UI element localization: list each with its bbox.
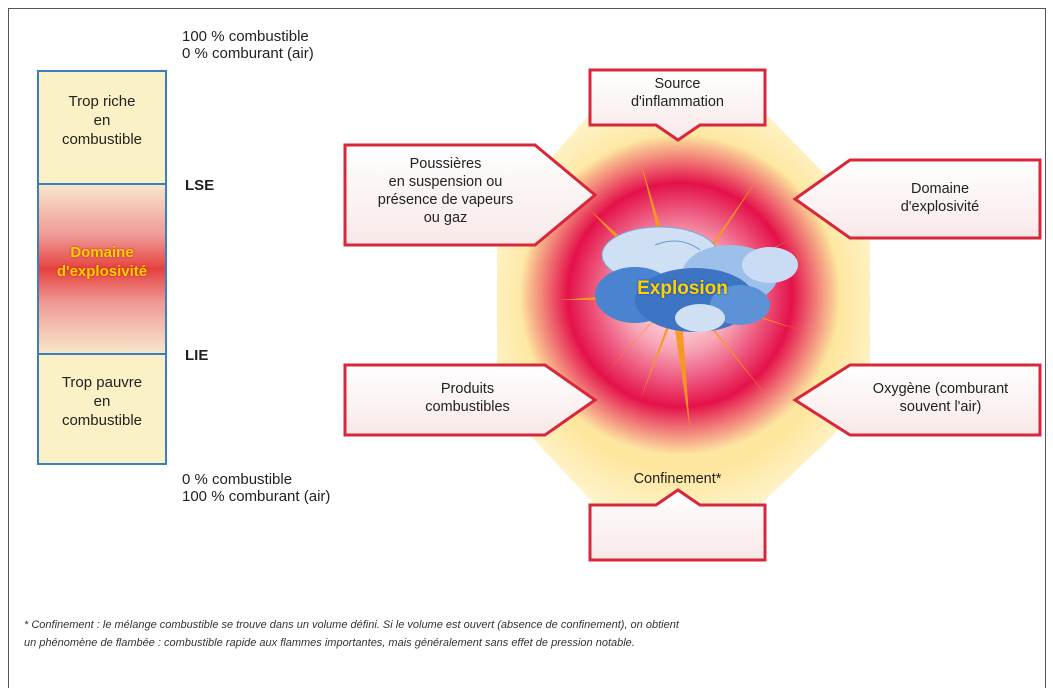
label-oxygen: Oxygène (comburant souvent l'air) xyxy=(838,380,1043,416)
label-confinement: Confinement* xyxy=(590,470,765,488)
box-too-poor-line3: combustible xyxy=(61,412,143,429)
box-too-poor: Trop pauvre en combustible xyxy=(37,353,167,465)
label-lr-line1: Oxygène (comburant xyxy=(872,381,1009,397)
box-explosive-line1: Domaine xyxy=(70,244,134,261)
label-explosive-range: Domaine d'explosivité xyxy=(840,180,1040,216)
label-top-line1: Source xyxy=(654,76,701,92)
scale-bottom-line2: 100 % comburant (air) xyxy=(182,488,331,505)
label-dusts-vapours: Poussières en suspension ou présence de … xyxy=(348,155,543,227)
label-top-line2: d'inflammation xyxy=(630,94,725,110)
footnote-line2: un phénomène de flambée : combustible ra… xyxy=(24,637,635,649)
box-too-rich-line1: Trop riche xyxy=(68,93,136,110)
label-ur-line1: Domaine xyxy=(910,181,970,197)
label-box-top xyxy=(588,68,767,142)
label-ur-line2: d'explosivité xyxy=(900,199,980,215)
explosion-cloud xyxy=(595,226,798,332)
label-ll-line1: Produits xyxy=(440,381,495,397)
box-explosive-line2: d'explosivité xyxy=(56,263,148,280)
label-box-bottom xyxy=(588,488,767,562)
figure-frame xyxy=(8,8,1046,688)
footnote-line1: * Confinement : le mélange combustible s… xyxy=(24,619,679,631)
label-box-lower-left xyxy=(343,363,598,437)
label-box-upper-left xyxy=(343,143,598,247)
label-ul-line4: ou gaz xyxy=(423,210,468,226)
label-ul-line1: Poussières xyxy=(409,156,482,172)
label-box-upper-right xyxy=(792,158,1042,240)
scale-top-line2: 0 % comburant (air) xyxy=(182,45,314,62)
explosion-label: Explosion xyxy=(637,278,728,299)
label-ll-line2: combustibles xyxy=(425,399,510,415)
label-ul-line3: présence de vapeurs xyxy=(377,192,514,208)
scale-bottom-line1: 0 % combustible xyxy=(182,471,293,488)
label-ul-line2: en suspension ou xyxy=(388,174,503,190)
label-combustible-products: Produits combustibles xyxy=(390,380,545,416)
box-too-poor-line1: Trop pauvre xyxy=(61,374,143,391)
box-too-rich: Trop riche en combustible xyxy=(37,70,167,185)
lie-label: LIE xyxy=(185,347,209,364)
label-source-inflammation: Source d'inflammation xyxy=(590,75,765,111)
label-bottom-line1: Confinement* xyxy=(633,471,722,487)
box-explosive-range: Domaine d'explosivité xyxy=(37,183,167,355)
box-too-rich-line3: combustible xyxy=(61,131,143,148)
scale-top-line1: 100 % combustible xyxy=(182,28,309,45)
label-lr-line2: souvent l'air) xyxy=(899,399,982,415)
box-too-poor-line2: en xyxy=(93,393,111,410)
box-too-rich-line2: en xyxy=(93,112,111,129)
label-box-lower-right xyxy=(792,363,1042,437)
lse-label: LSE xyxy=(185,177,215,194)
